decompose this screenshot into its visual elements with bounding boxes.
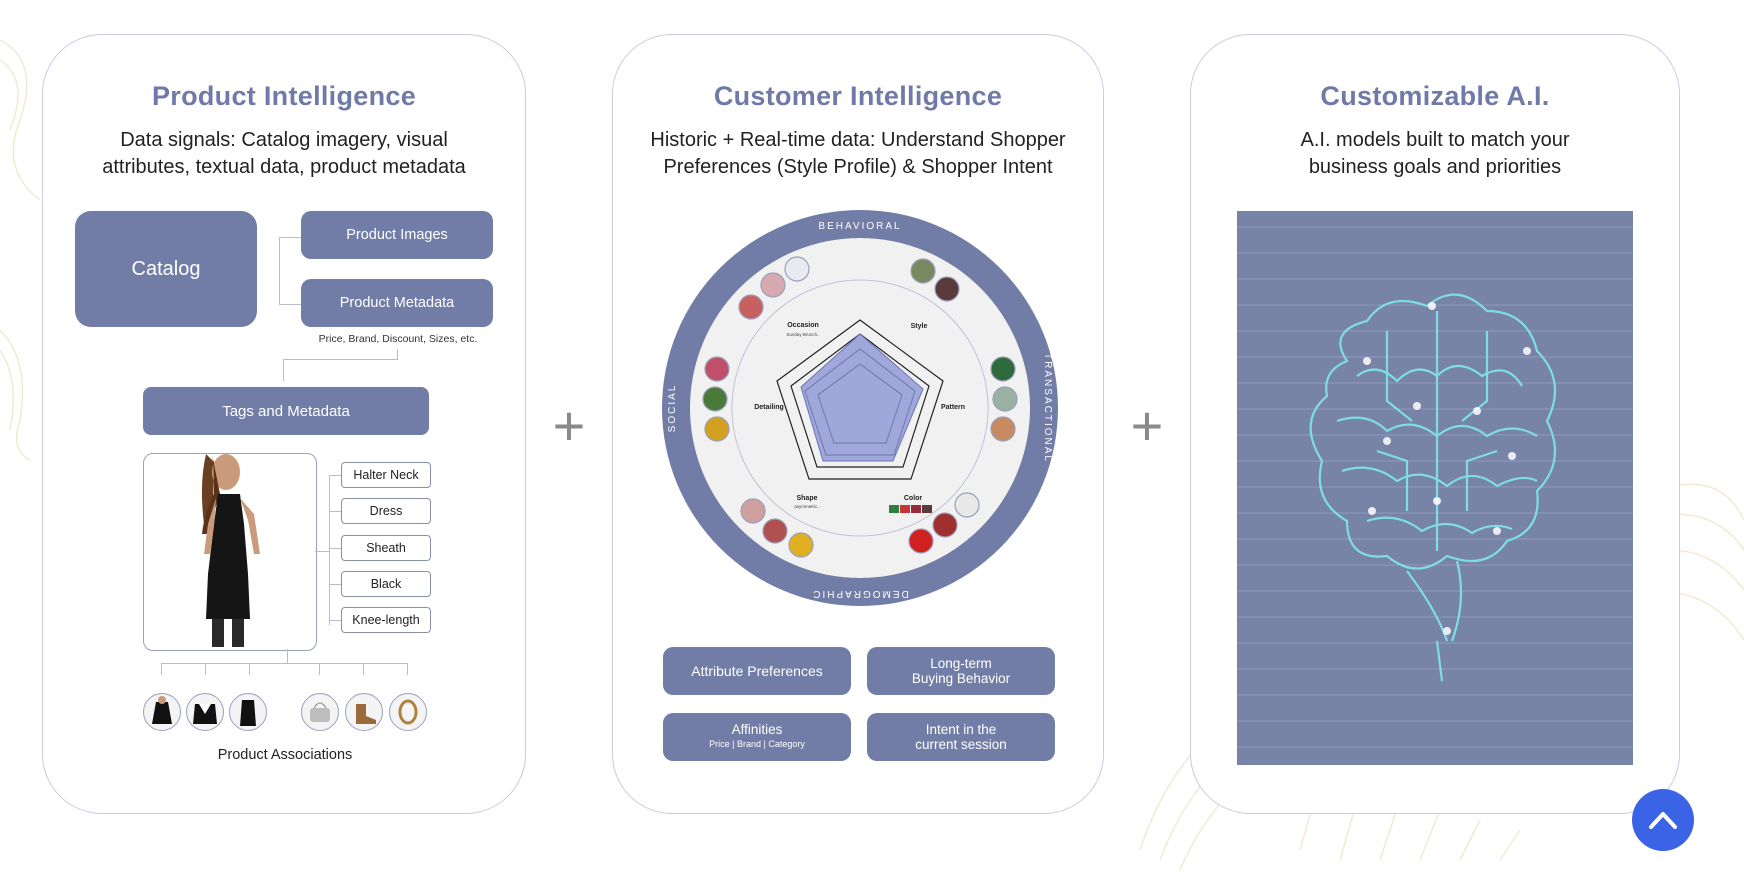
ring-label-social: SOCIAL [667, 384, 678, 433]
product-metadata-label: Product Metadata [339, 295, 455, 311]
affinities-button: Affinities Price | Brand | Category [663, 713, 851, 761]
long-term-buying-behavior-button: Long-term Buying Behavior [867, 647, 1055, 695]
tag-knee-length: Knee-length [341, 607, 431, 633]
ai-brain-circuit-image [1237, 211, 1633, 765]
radar-axis-occasion: Occasion [787, 322, 819, 329]
customizable-ai-card: Customizable A.I. A.I. models built to m… [1190, 34, 1680, 814]
product-associations-label: Product Associations [217, 747, 353, 763]
ring-label-demographic: DEMOGRAPHIC [811, 588, 909, 599]
card-description: Data signals: Catalog imagery, visual at… [102, 129, 466, 178]
affinities-label: Affinities [731, 722, 783, 737]
attribute-preferences-button: Attribute Preferences [663, 647, 851, 695]
tag-sheath: Sheath [341, 535, 431, 561]
product-images-box: Product Images [301, 211, 493, 259]
long-term-label-line1: Long-term [930, 656, 992, 671]
ring-label-transactional: TRANSACTIONAL [1042, 353, 1053, 463]
association-thumb-boot [345, 693, 383, 731]
long-term-label-line2: Buying Behavior [911, 671, 1011, 686]
chevron-up-icon [1649, 812, 1677, 829]
catalog-box: Catalog [75, 211, 257, 327]
intent-current-session-button: Intent in the current session [867, 713, 1055, 761]
card-title: Customizable A.I. [1320, 81, 1550, 111]
customer-intelligence-card: Customer Intelligence Historic + Real-ti… [612, 34, 1104, 814]
intent-label-line2: current session [915, 737, 1007, 752]
card-description: A.I. models built to match your business… [1300, 129, 1570, 178]
radar-axis-style: Style [911, 323, 928, 330]
ring-label-behavioral: BEHAVIORAL [818, 221, 901, 232]
tag-dress: Dress [341, 498, 431, 524]
radar-axis-occasion-sub: Sunday Brunch.. [786, 332, 819, 337]
tags-and-metadata-box: Tags and Metadata [143, 387, 429, 435]
card-title: Customer Intelligence [713, 81, 1003, 111]
metadata-note: Price, Brand, Discount, Sizes, etc. [318, 333, 478, 345]
association-thumb-necklace [389, 693, 427, 731]
product-metadata-box: Product Metadata [301, 279, 493, 327]
intent-label-line1: Intent in the [925, 722, 997, 737]
tag-halter-neck: Halter Neck [341, 462, 431, 488]
plus-icon: + [1130, 394, 1164, 457]
card-title: Product Intelligence [151, 81, 417, 111]
tags-and-metadata-label: Tags and Metadata [222, 402, 350, 420]
tag-black: Black [341, 571, 431, 597]
catalog-label: Catalog [131, 257, 201, 280]
attribute-preferences-label: Attribute Preferences [691, 663, 823, 679]
radar-axis-color: Color [904, 495, 923, 502]
radar-axis-detailing: Detailing [754, 404, 784, 411]
association-thumb-top-2 [186, 693, 224, 731]
affinities-sub-label: Price | Brand | Category [709, 739, 805, 749]
scroll-to-top-button[interactable] [1632, 789, 1694, 851]
dress-model-image [201, 454, 260, 647]
plus-icon: + [552, 394, 586, 457]
color-swatches [889, 505, 932, 513]
association-thumb-top-1 [143, 693, 181, 731]
product-intelligence-card: Product Intelligence Data signals: Catal… [42, 34, 526, 814]
radar-axis-pattern: Pattern [941, 404, 965, 411]
radar-axis-shape-sub: asymmetric.. [794, 504, 820, 509]
style-profile-wheel: Occasion Sunday Brunch.. Style Pattern D… [662, 210, 1058, 606]
radar-axis-shape: Shape [796, 495, 817, 502]
association-thumb-bag [301, 693, 339, 731]
dress-image-frame [143, 453, 317, 651]
association-thumb-top-3 [229, 693, 267, 731]
product-images-label: Product Images [346, 227, 448, 243]
card-description: Historic + Real-time data: Understand Sh… [650, 129, 1066, 178]
